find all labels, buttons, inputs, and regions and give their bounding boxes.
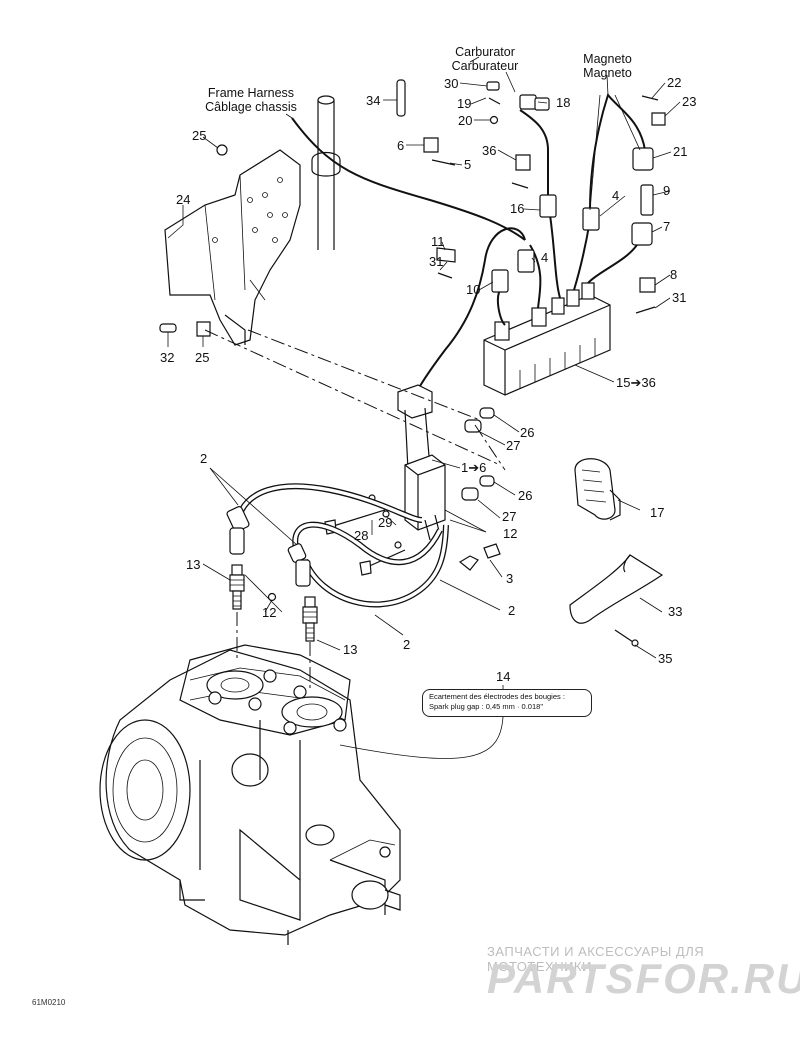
callout-2-bottom: 2 (403, 637, 411, 652)
magneto-title: Magneto Magneto (570, 52, 645, 80)
callout-36: 36 (482, 143, 497, 158)
callout-19: 19 (457, 96, 472, 111)
callout-26-bottom: 26 (518, 488, 533, 503)
callout-16: 16 (510, 201, 525, 216)
callout-10: 10 (466, 282, 481, 297)
magneto-title-fr: Magneto (583, 66, 632, 80)
callout-8: 8 (670, 267, 678, 282)
callout-20: 20 (458, 113, 473, 128)
callout-25-top: 25 (192, 128, 207, 143)
callout-22: 22 (667, 75, 682, 90)
callout-27-top: 27 (506, 438, 521, 453)
callout-13-right: 13 (343, 642, 358, 657)
callout-34: 34 (366, 93, 381, 108)
callout-27-bottom: 27 (502, 509, 517, 524)
watermark-tagline: ЗАПЧАСТИ И АКСЕССУАРЫ ДЛЯ МОТОТЕХНИКИ (487, 944, 705, 974)
figure-code: 61M0210 (32, 998, 66, 1007)
callout-25-bottom: 25 (195, 350, 210, 365)
callout-4-left: 4 (541, 250, 549, 265)
callout-35: 35 (658, 651, 673, 666)
frame-harness-title-fr: Câblage chassis (205, 100, 297, 114)
alignment-lines (204, 329, 506, 690)
callout-26-top: 26 (520, 425, 535, 440)
callout-14: 14 (496, 669, 511, 684)
callout-6: 6 (397, 138, 405, 153)
callout-5: 5 (464, 157, 472, 172)
callout-32: 32 (160, 350, 175, 365)
bracket-17-drawing (574, 458, 621, 521)
callout-31-right: 31 (672, 290, 687, 305)
callout-12-coil: 12 (503, 526, 518, 541)
carburator-title: Carburator Carburateur (440, 45, 530, 73)
callout-3: 3 (506, 571, 514, 586)
callout-23: 23 (682, 94, 697, 109)
spark-plugs (229, 564, 318, 642)
callout-2-right: 2 (508, 603, 516, 618)
spark-plug-cables (226, 483, 449, 608)
callout-13-left: 13 (186, 557, 201, 572)
watermark-logo: PARTSFOR.RU (487, 955, 800, 1002)
ignition-coil-drawing (324, 384, 501, 576)
carburator-title-en: Carburator (455, 45, 515, 59)
callout-4-right: 4 (612, 188, 620, 203)
callout-7: 7 (663, 219, 671, 234)
callout-1-6: 1➔6 (461, 460, 487, 475)
small-hardware (159, 79, 666, 337)
callout-33: 33 (668, 604, 683, 619)
callout-11: 11 (431, 234, 445, 249)
frame-harness-wire (291, 117, 526, 241)
junction-box-drawing (483, 282, 611, 396)
callout-31-left: 31 (429, 254, 444, 269)
callout-24: 24 (176, 192, 191, 207)
spark-plug-gap-note: Ecartement des électrodes des bougies : … (422, 689, 592, 717)
callout-12-plug: 12 (262, 605, 277, 620)
callout-18: 18 (556, 95, 571, 110)
callout-15-36: 15➔36 (616, 375, 656, 390)
callout-28: 28 (354, 528, 369, 543)
spark-plug-gap-note-fr: Ecartement des électrodes des bougies : (429, 692, 565, 701)
engine-drawing (99, 644, 401, 945)
carburator-title-fr: Carburateur (451, 59, 519, 73)
callout-9: 9 (663, 183, 671, 198)
spark-plug-gap-note-en: Spark plug gap : 0,45 mm · 0.018" (429, 702, 543, 711)
callout-17: 17 (650, 505, 665, 520)
callout-30: 30 (444, 76, 459, 91)
frame-tube-drawing (311, 95, 341, 250)
cover-plate-drawing (569, 554, 664, 647)
callout-21: 21 (673, 144, 688, 159)
mounting-bracket-drawing (164, 149, 301, 346)
magneto-title-en: Magneto (583, 52, 632, 66)
harness-connectors (414, 92, 654, 396)
frame-harness-title-en: Frame Harness (207, 86, 295, 100)
leader-lines (167, 56, 681, 759)
callout-29: 29 (378, 515, 393, 530)
frame-harness-title: Frame Harness Câblage chassis (196, 86, 306, 114)
callout-2-top: 2 (200, 451, 208, 466)
